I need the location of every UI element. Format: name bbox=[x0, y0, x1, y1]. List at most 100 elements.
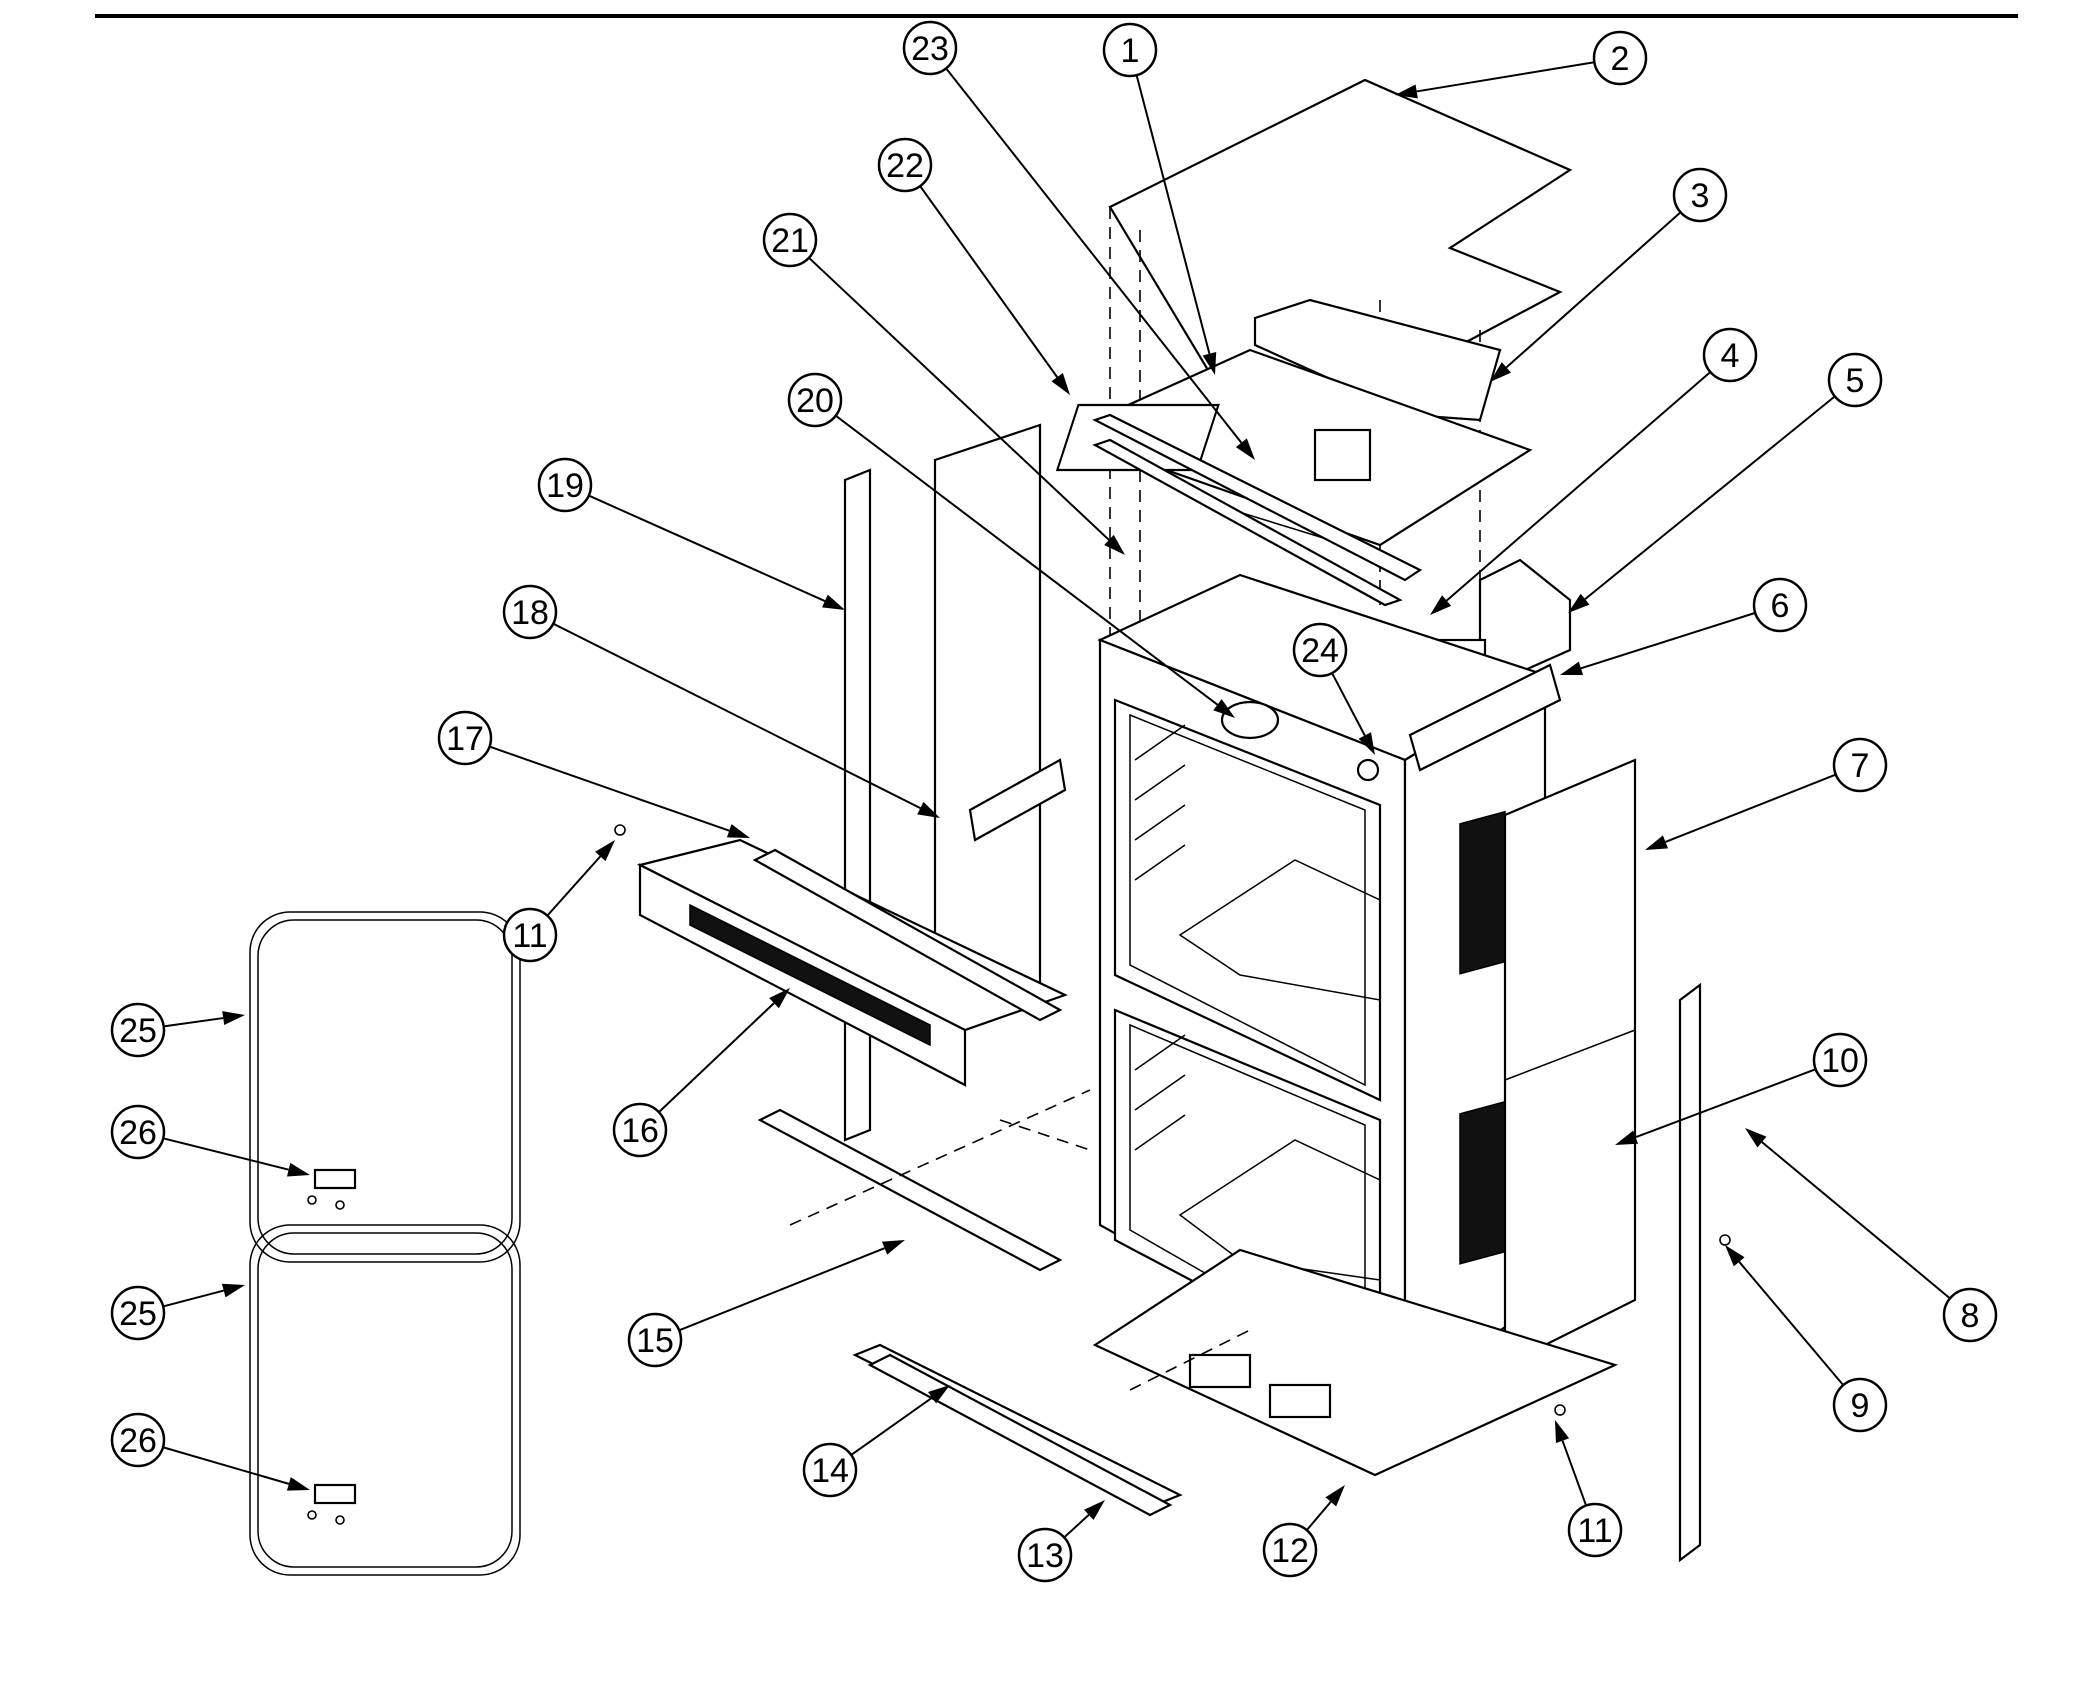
callout-leader-line bbox=[1561, 1440, 1588, 1506]
bottom-trim-lip bbox=[867, 1353, 1173, 1517]
callout-arrowhead bbox=[822, 594, 845, 610]
callout-arrowhead bbox=[1235, 438, 1255, 460]
callout-number: 11 bbox=[512, 917, 547, 955]
callout-leader-line bbox=[1445, 371, 1712, 602]
callout-arrowhead bbox=[1325, 1485, 1345, 1507]
callout-leader-line bbox=[1761, 1141, 1951, 1300]
callout-arrowhead bbox=[1745, 1128, 1767, 1148]
callout-number: 13 bbox=[1026, 1537, 1064, 1575]
spacer-bracket bbox=[968, 758, 1067, 842]
front-channel-bar-lower bbox=[1092, 438, 1403, 607]
callout-arrowhead bbox=[1725, 1245, 1745, 1267]
callout-leader-line bbox=[1584, 395, 1836, 600]
callout-circle bbox=[1832, 737, 1888, 793]
callout-circle bbox=[1592, 30, 1648, 86]
callout-arrowhead bbox=[1358, 732, 1375, 755]
callout-circle bbox=[1812, 1032, 1868, 1088]
oven-rack bbox=[1134, 1114, 1186, 1151]
callout-circle bbox=[110, 1104, 166, 1160]
callout-number: 25 bbox=[119, 1295, 157, 1333]
callout-circle bbox=[110, 1412, 166, 1468]
parts-drawing bbox=[249, 78, 1731, 1576]
callout-number: 18 bbox=[511, 594, 549, 632]
callout-arrowhead bbox=[1560, 661, 1584, 675]
bottom-pan bbox=[1092, 1248, 1619, 1477]
callout-number: 15 bbox=[636, 1322, 674, 1360]
door-gasket-lower-inner bbox=[257, 1232, 513, 1568]
lower-vent bbox=[757, 1108, 1063, 1272]
callout-leader-line bbox=[945, 67, 1243, 444]
callout-leader-line bbox=[163, 1017, 224, 1028]
oven-rack bbox=[1134, 764, 1186, 801]
callout-arrowhead bbox=[1395, 84, 1418, 99]
callout-leader-line bbox=[489, 745, 730, 832]
callout-leader-line bbox=[162, 1446, 290, 1485]
callout-leader-line bbox=[588, 494, 826, 602]
callout-arrowhead bbox=[1051, 373, 1070, 395]
panel-seam bbox=[1504, 1029, 1636, 1081]
callout-circle bbox=[1702, 327, 1758, 383]
callout-arrowhead bbox=[769, 988, 790, 1009]
callout-circle bbox=[1832, 1377, 1888, 1433]
callout-leader-line bbox=[162, 1289, 224, 1308]
callout-number: 8 bbox=[1961, 1297, 1980, 1335]
callout-number: 16 bbox=[621, 1112, 659, 1150]
callout-number: 26 bbox=[119, 1422, 157, 1460]
temperature-sensor bbox=[1356, 758, 1380, 782]
callout-number: 17 bbox=[446, 720, 484, 758]
door-gasket-upper bbox=[249, 911, 521, 1263]
callout-arrowhead bbox=[286, 1477, 310, 1491]
callout-circle bbox=[762, 212, 818, 268]
alignment-line bbox=[789, 1089, 1091, 1226]
callout-circle bbox=[1262, 1522, 1318, 1578]
callout-number: 10 bbox=[1821, 1042, 1859, 1080]
callout-leader-line bbox=[1306, 1501, 1332, 1531]
upper-oven-cavity bbox=[1113, 698, 1382, 1102]
callout-number: 20 bbox=[796, 382, 834, 420]
screw bbox=[307, 1510, 317, 1520]
callout-leader-line bbox=[658, 1002, 775, 1113]
callout-arrowhead bbox=[726, 824, 750, 838]
right-side-panel bbox=[1503, 758, 1637, 1367]
alignment-line bbox=[1129, 1329, 1251, 1391]
callout-number: 14 bbox=[811, 1452, 849, 1490]
callout-arrowhead bbox=[1615, 1130, 1639, 1145]
callout-leader-line bbox=[1665, 773, 1837, 843]
callout-circle bbox=[802, 1442, 858, 1498]
callout-circle bbox=[1292, 622, 1348, 678]
callout-leader-line bbox=[808, 257, 1110, 541]
callout-circle bbox=[627, 1312, 683, 1368]
callout-circle bbox=[537, 457, 593, 513]
callout-circle bbox=[502, 584, 558, 640]
callout-leader-line bbox=[546, 855, 602, 917]
callout-number: 4 bbox=[1721, 337, 1740, 375]
oven-rack bbox=[1134, 724, 1186, 761]
callout-circle bbox=[877, 137, 933, 193]
callout-arrowhead bbox=[1202, 351, 1217, 375]
bottom-bracket bbox=[1268, 1383, 1332, 1419]
display-window bbox=[689, 903, 931, 1047]
oven-rack bbox=[1134, 844, 1186, 881]
callout-leader-line bbox=[919, 185, 1058, 378]
callout-number: 9 bbox=[1851, 1387, 1870, 1425]
callout-arrowhead bbox=[1645, 835, 1669, 850]
screw bbox=[614, 824, 626, 836]
callout-circle bbox=[437, 710, 493, 766]
left-vertical-rail bbox=[843, 468, 872, 1142]
callout-leader-line bbox=[552, 622, 921, 810]
callout-circle bbox=[110, 1285, 166, 1341]
callout-number: 6 bbox=[1771, 587, 1790, 625]
callout-number: 12 bbox=[1271, 1532, 1309, 1570]
callout-number: 24 bbox=[1301, 632, 1339, 670]
screw bbox=[1554, 1404, 1566, 1416]
hinge-plate bbox=[313, 1483, 357, 1505]
callout-leader-line bbox=[1063, 1514, 1090, 1539]
callout-circle bbox=[1942, 1287, 1998, 1343]
callout-circle bbox=[1102, 22, 1158, 78]
cabinet-top-rail bbox=[1408, 663, 1562, 772]
callout-arrowhead bbox=[917, 801, 940, 818]
oven-rack bbox=[1134, 804, 1186, 841]
side-vent-window bbox=[1459, 810, 1506, 975]
